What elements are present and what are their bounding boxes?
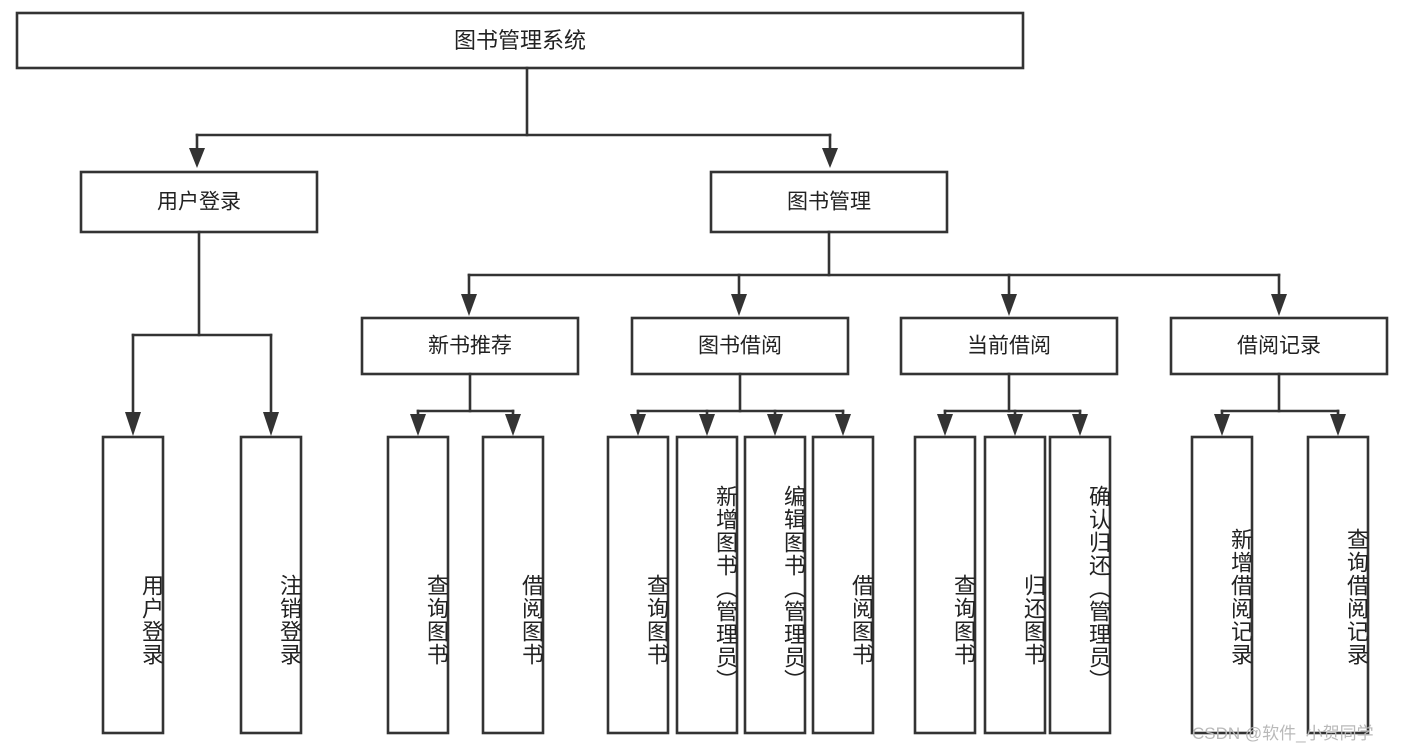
node-book-borrow[interactable]: 图书借阅 bbox=[630, 316, 850, 376]
arrow-head-to-book-manage bbox=[822, 148, 838, 168]
arrow-head-leaf-query-book-1 bbox=[410, 414, 426, 436]
arrow-head-leaf-add-record bbox=[1214, 414, 1230, 436]
node-borrow-record[interactable]: 借阅记录 bbox=[1169, 316, 1389, 376]
connector-new-book-to-leaves bbox=[410, 372, 521, 436]
arrow-head-leaf-query-book-2 bbox=[630, 414, 646, 436]
leaf-box-query-book-1[interactable] bbox=[386, 435, 450, 735]
leaf-box-add-book[interactable] bbox=[675, 435, 739, 735]
leaf-box-borrow-book-1[interactable] bbox=[481, 435, 545, 735]
node-root-label: 图书管理系统 bbox=[454, 28, 586, 53]
arrow-head-leaf-return-book bbox=[1007, 414, 1023, 436]
node-current-borrow-box[interactable] bbox=[899, 316, 1119, 376]
node-book-borrow-label: 图书借阅 bbox=[698, 335, 782, 358]
node-borrow-record-label: 借阅记录 bbox=[1237, 335, 1321, 358]
leaf-box-return-book[interactable] bbox=[983, 435, 1047, 735]
node-new-book-recommend[interactable]: 新书推荐 bbox=[360, 316, 580, 376]
connector-book-manage-to-level3 bbox=[461, 230, 1287, 316]
arrow-head-to-new-book bbox=[461, 294, 477, 316]
connector-book-borrow-to-leaves bbox=[630, 372, 851, 436]
arrow-head-leaf-user-login bbox=[125, 412, 141, 436]
node-book-borrow-box[interactable] bbox=[630, 316, 850, 376]
arrow-head-to-user-login bbox=[189, 148, 205, 168]
node-root-box[interactable] bbox=[15, 11, 1025, 70]
leaf-box-add-record[interactable] bbox=[1190, 435, 1254, 735]
arrow-head-leaf-borrow-book-2 bbox=[835, 414, 851, 436]
node-new-book-recommend-label: 新书推荐 bbox=[428, 335, 512, 358]
connector-borrow-record-to-leaves bbox=[1214, 372, 1346, 436]
node-book-manage-box[interactable] bbox=[709, 170, 949, 234]
leaf-box-query-book-3[interactable] bbox=[913, 435, 977, 735]
node-root[interactable]: 图书管理系统 bbox=[15, 11, 1025, 70]
node-user-login-label: 用户登录 bbox=[157, 191, 241, 214]
node-borrow-record-box[interactable] bbox=[1169, 316, 1389, 376]
node-book-manage[interactable]: 图书管理 bbox=[709, 170, 949, 234]
leaf-box-borrow-book-2[interactable] bbox=[811, 435, 875, 735]
arrow-head-leaf-query-record bbox=[1330, 414, 1346, 436]
leaf-box-logout[interactable] bbox=[239, 435, 303, 735]
leaf-box-query-book-2[interactable] bbox=[606, 435, 670, 735]
leaf-box-confirm-return[interactable] bbox=[1048, 435, 1112, 735]
arrow-head-to-borrow-record bbox=[1271, 294, 1287, 316]
arrow-head-to-current-borrow bbox=[1001, 294, 1017, 316]
arrow-head-leaf-confirm-return bbox=[1072, 414, 1088, 436]
node-current-borrow[interactable]: 当前借阅 bbox=[899, 316, 1119, 376]
arrow-head-leaf-query-book-3 bbox=[937, 414, 953, 436]
arrow-head-leaf-add-book bbox=[699, 414, 715, 436]
connector-current-borrow-to-leaves bbox=[937, 372, 1088, 436]
leaf-box-edit-book[interactable] bbox=[743, 435, 807, 735]
csdn-watermark: CSDN @软件_小贺同学 bbox=[1192, 724, 1374, 743]
leaf-box-query-record[interactable] bbox=[1306, 435, 1370, 735]
arrow-head-to-book-borrow bbox=[731, 294, 747, 316]
node-new-book-recommend-box[interactable] bbox=[360, 316, 580, 376]
arrow-head-leaf-borrow-book-1 bbox=[505, 414, 521, 436]
connector-user-login-to-leaves bbox=[125, 230, 279, 436]
node-current-borrow-label: 当前借阅 bbox=[967, 335, 1051, 358]
leaf-box-user-login[interactable] bbox=[101, 435, 165, 735]
connector-root-to-level2 bbox=[189, 66, 838, 168]
node-user-login[interactable]: 用户登录 bbox=[79, 170, 319, 234]
arrow-head-leaf-logout bbox=[263, 412, 279, 436]
node-book-manage-label: 图书管理 bbox=[787, 191, 871, 214]
arrow-head-leaf-edit-book bbox=[767, 414, 783, 436]
